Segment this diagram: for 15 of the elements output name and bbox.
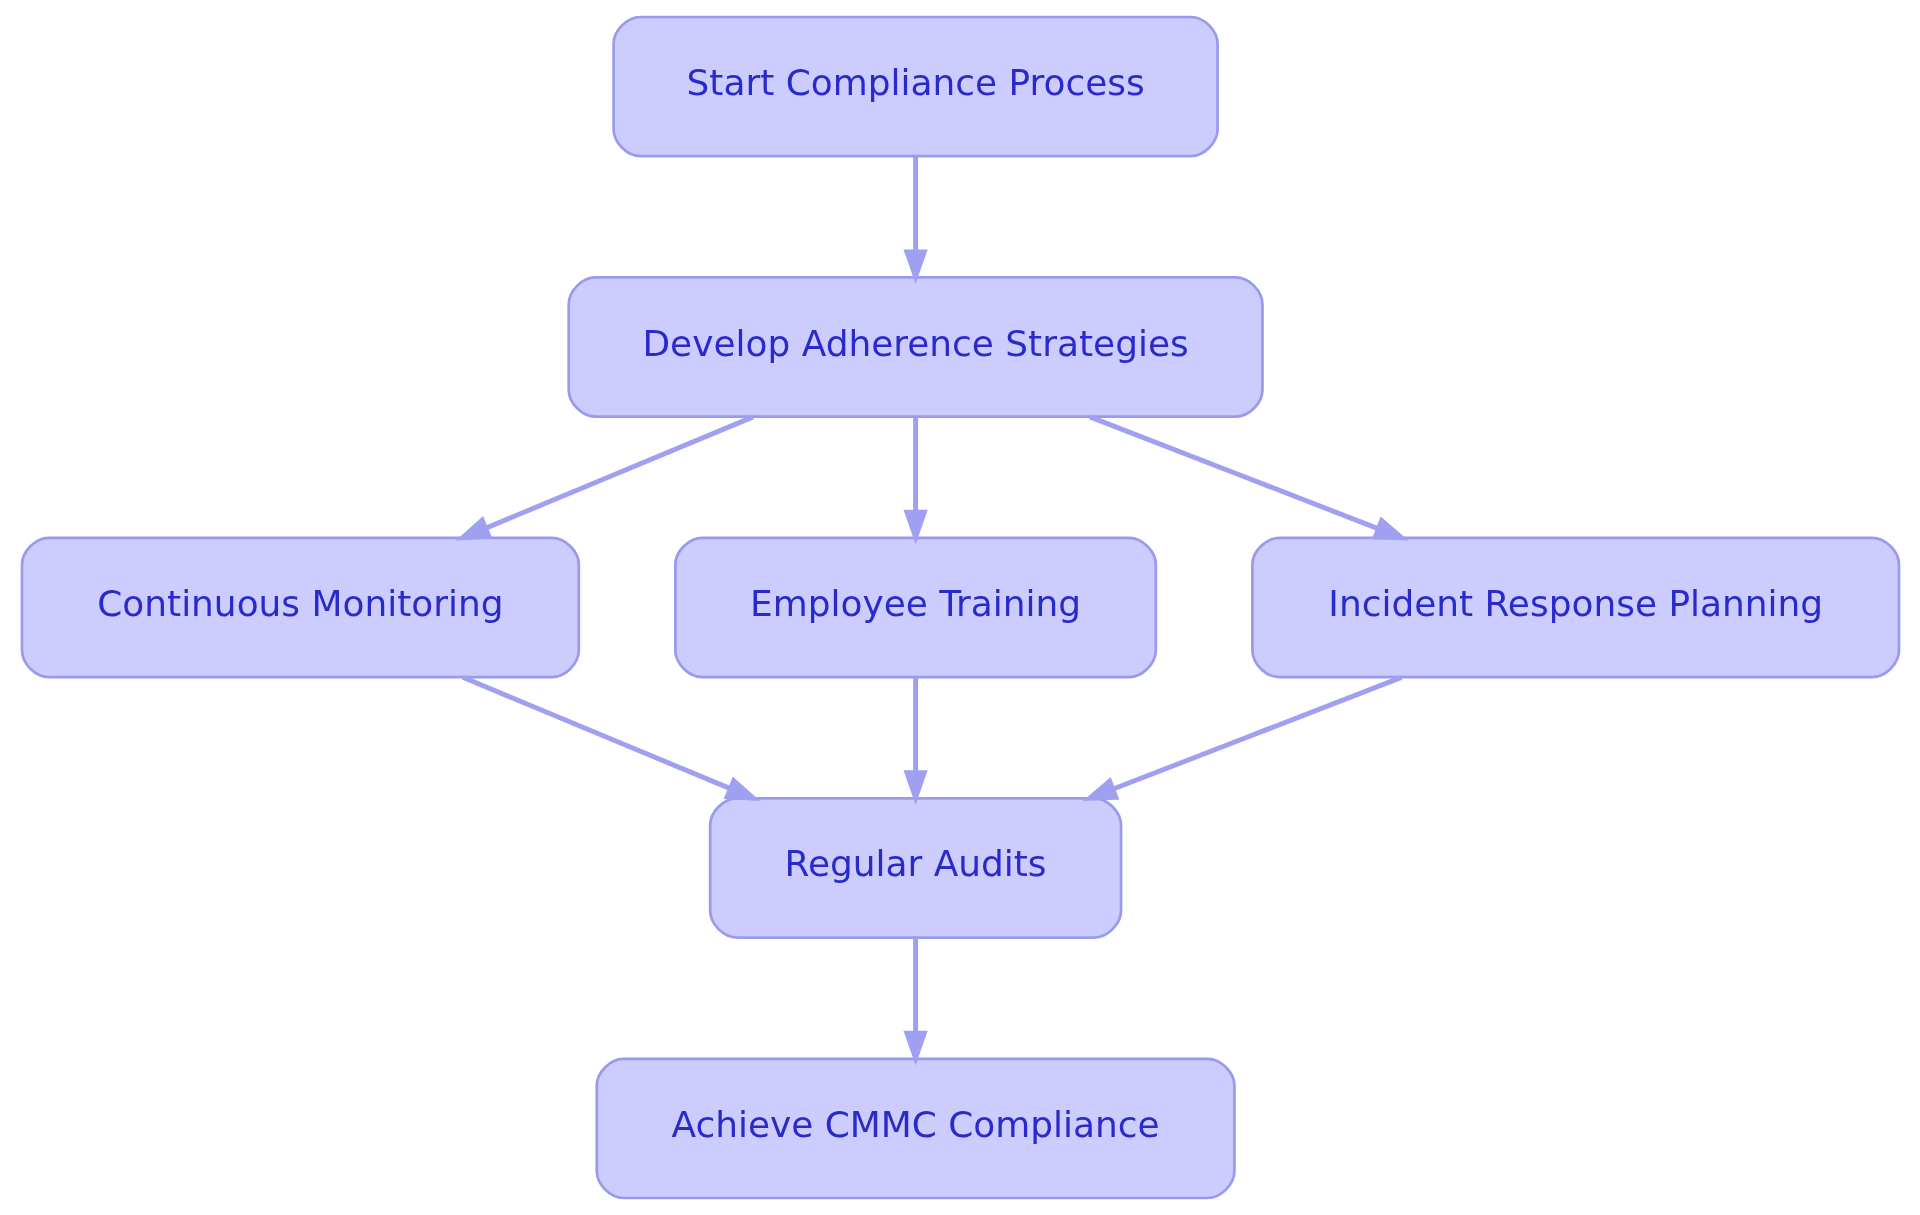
arrow (461, 675, 760, 802)
arrow (902, 938, 928, 1066)
arrow (902, 677, 928, 805)
arrow (455, 414, 754, 541)
arrow (1088, 414, 1409, 541)
node-box: Start Compliance Process (611, 15, 1219, 158)
node-box: Employee Training (673, 536, 1157, 679)
node-box: Regular Audits (708, 797, 1122, 939)
node-box: Achieve CMMC Compliance (594, 1057, 1236, 1200)
arrow (902, 417, 928, 545)
node-box: Incident Response Planning (1250, 536, 1900, 679)
arrow (1082, 675, 1402, 801)
node-box: Develop Adherence Strategies (566, 276, 1264, 418)
node-box: Continuous Monitoring (20, 536, 580, 679)
arrow (902, 156, 928, 285)
